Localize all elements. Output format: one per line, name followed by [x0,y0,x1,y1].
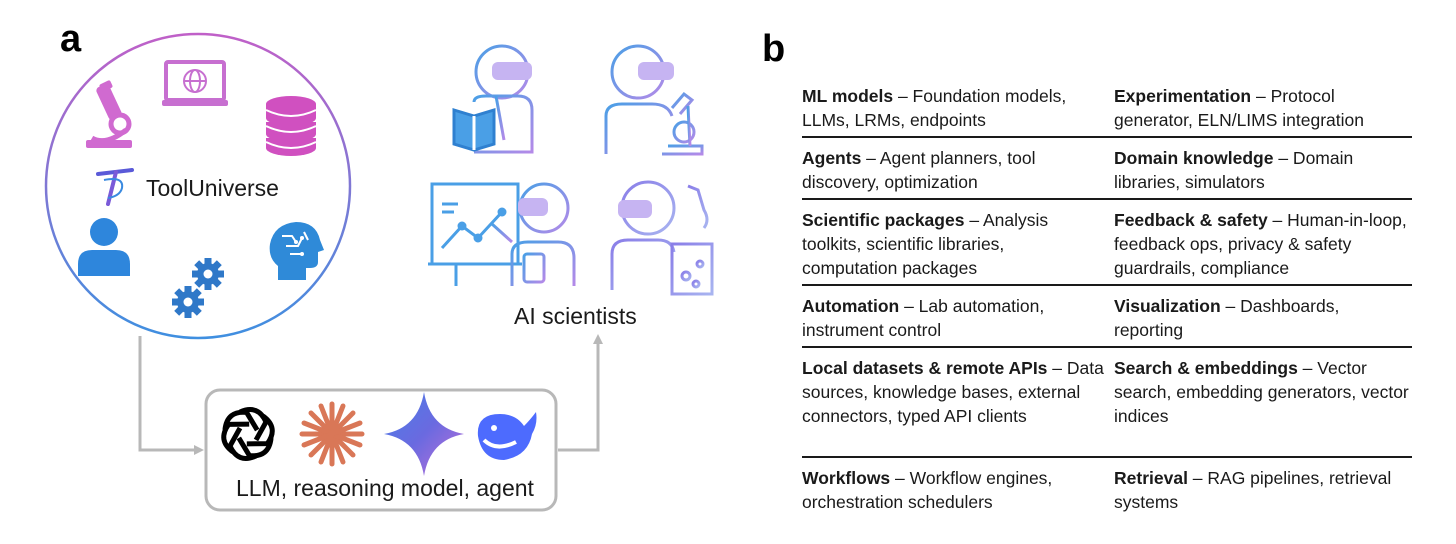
robot-scientist-presenting-icon [428,182,576,286]
table-row: ML models – Foundation models, LLMs, LRM… [802,80,1412,138]
category-term: Visualization [1114,296,1221,316]
category-description: – Domain libraries, simulators [1114,148,1354,192]
panel-a-letter: a [60,18,82,60]
category-term: Agents [802,148,862,168]
openai-logo [221,407,275,461]
category-description: – Foundation models, LLMs, LRMs, endpoin… [802,86,1067,130]
category-term: Feedback & safety [1114,210,1268,230]
category-term: Automation [802,296,900,316]
robot-scientist-reading-icon [452,44,534,154]
category-term: Experimentation [1114,86,1252,106]
brain-circuit-icon [269,222,324,280]
models-box [204,388,558,512]
table-cell: Feedback & safety – Human-in-loop, feedb… [1114,208,1412,284]
gears-icon [172,258,224,318]
table-cell: Search & embeddings – Vector search, emb… [1114,356,1412,456]
table-cell: Workflows – Workflow engines, orchestrat… [802,466,1114,520]
table-row: Scientific packages – Analysis toolkits,… [802,200,1412,286]
scientists-label: AI scientists [514,303,637,329]
deepseek-logo [477,412,537,460]
table-cell: Retrieval – RAG pipelines, retrieval sys… [1114,466,1412,520]
category-term: ML models [802,86,894,106]
tooluniverse-logo [96,168,134,206]
table-cell: Domain knowledge – Domain libraries, sim… [1114,146,1412,198]
claude-logo [299,401,365,467]
table-row: Local datasets & remote APIs – Data sour… [802,348,1412,458]
category-description: – Human-in-loop, feedback ops, privacy &… [1114,210,1407,278]
models-label: LLM, reasoning model, agent [236,475,535,501]
category-description: – Workflow engines, orchestration schedu… [802,468,1053,512]
laptop-globe-icon [162,60,228,106]
category-description: – Agent planners, tool discovery, optimi… [802,148,1036,192]
database-icon [265,96,317,156]
category-description: – Vector search, embedding generators, v… [1114,358,1409,426]
table-row: Automation – Lab automation, instrument … [802,286,1412,348]
table-cell: Visualization – Dashboards, reporting [1114,294,1412,346]
category-term: Local datasets & remote APIs [802,358,1048,378]
category-description: – Protocol generator, ELN/LIMS integrati… [1114,86,1365,130]
category-term: Scientific packages [802,210,965,230]
category-term: Domain knowledge [1114,148,1274,168]
table-cell: Experimentation – Protocol generator, EL… [1114,84,1412,136]
category-description: – Analysis toolkits, scientific librarie… [802,210,1049,278]
category-term: Retrieval [1114,468,1188,488]
table-cell: Scientific packages – Analysis toolkits,… [802,208,1114,284]
category-term: Search & embeddings [1114,358,1298,378]
tooluniverse-circle [44,32,352,340]
table-cell: Local datasets & remote APIs – Data sour… [802,356,1114,456]
user-icon [78,218,130,276]
component-table: ML models – Foundation models, LLMs, LRM… [802,80,1412,520]
table-cell: ML models – Foundation models, LLMs, LRM… [802,84,1114,136]
arrow-tools-to-models [138,336,204,455]
panel-b-letter: b [762,28,786,70]
category-description: – RAG pipelines, retrieval systems [1114,468,1392,512]
category-description: – Data sources, knowledge bases, externa… [802,358,1104,426]
robot-scientist-lab-icon [608,180,716,296]
table-row: Agents – Agent planners, tool discovery,… [802,138,1412,200]
microscope-icon [86,80,132,148]
category-description: – Lab automation, instrument control [802,296,1045,340]
gemini-logo [384,392,464,476]
table-cell: Automation – Lab automation, instrument … [802,294,1114,346]
category-description: – Dashboards, reporting [1114,296,1340,340]
tooluniverse-label: ToolUniverse [146,175,279,201]
table-row: Workflows – Workflow engines, orchestrat… [802,458,1412,520]
table-cell: Agents – Agent planners, tool discovery,… [802,146,1114,198]
category-term: Workflows [802,468,891,488]
robot-scientist-microscope-icon [604,44,704,156]
arrow-models-to-scientists [558,334,603,452]
